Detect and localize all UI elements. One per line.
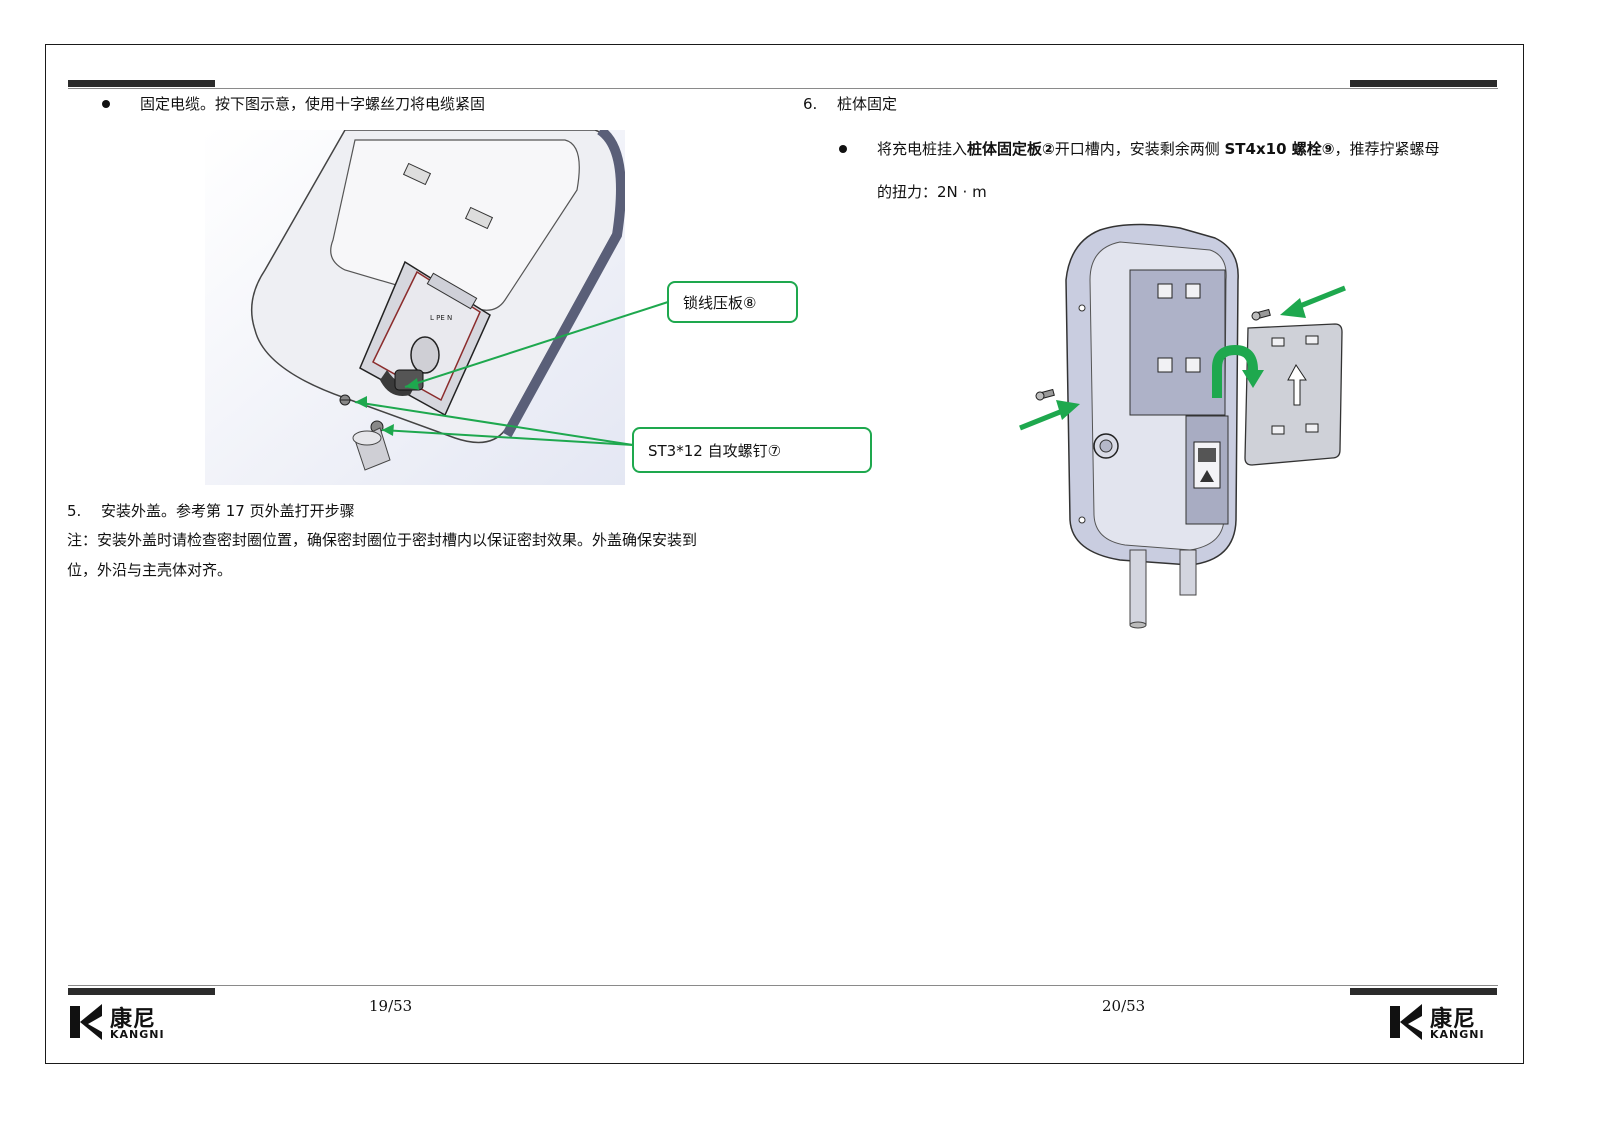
logo-chinese: 康尼 — [110, 1007, 157, 1032]
step5-number: 5. — [67, 502, 82, 520]
callout-lock-plate: 锁线压板⑧ — [667, 281, 798, 323]
bullet-dot — [839, 145, 847, 153]
mounting-plate-label: 桩体固定板② — [967, 140, 1055, 158]
footer-bar-left — [68, 988, 215, 995]
page-frame — [45, 44, 1524, 1064]
page-number-left: 19/53 — [369, 997, 413, 1015]
kangni-logo-right: 康尼 KANGNI — [1388, 1000, 1498, 1044]
note-line-1: 注：安装外盖时请检查密封圈位置，确保密封圈位于密封槽内以保证密封效果。外盖确保安… — [67, 531, 698, 549]
svg-text:L PE N: L PE N — [430, 314, 452, 322]
bolt-label: ST4x10 螺栓⑨ — [1224, 140, 1335, 158]
kangni-logo-mark — [1390, 1004, 1422, 1040]
kangni-logo-left: 康尼 KANGNI — [68, 1000, 178, 1044]
callout-screw: ST3*12 自攻螺钉⑦ — [632, 427, 872, 473]
callout-lines — [354, 301, 669, 446]
page-number-right: 20/53 — [1102, 997, 1146, 1015]
cable-fixing-illustration: L PE N — [205, 130, 625, 485]
kangni-logo-mark — [70, 1004, 102, 1040]
mounting-illustration — [1019, 223, 1346, 629]
footer-rule — [68, 985, 1498, 986]
bullet-part-2: 开口槽内，安装剩余两侧 — [1054, 140, 1225, 158]
header-rule — [68, 88, 1498, 89]
logo-chinese: 康尼 — [1430, 1007, 1477, 1032]
bullet-part-3: ，推荐拧紧螺母 — [1334, 140, 1440, 158]
step5-text: 安装外盖。参考第 17 页外盖打开步骤 — [101, 502, 355, 520]
logo-english: KANGNI — [110, 1028, 165, 1041]
header-bar-right — [1350, 80, 1497, 87]
note-line-2: 位，外沿与主壳体对齐。 — [67, 561, 233, 579]
callout-screw-label: ST3*12 自攻螺钉⑦ — [648, 441, 782, 460]
header-bar-left — [68, 80, 215, 87]
footer-bar-right — [1350, 988, 1497, 995]
step6-number: 6. — [803, 95, 818, 113]
bullet-dot — [102, 100, 110, 108]
left-bullet-text: 固定电缆。按下图示意，使用十字螺丝刀将电缆紧固 — [140, 95, 486, 113]
torque-line: 的扭力：2N · m — [877, 183, 987, 201]
callout-lock-plate-label: 锁线压板⑧ — [683, 293, 757, 312]
step6-title: 桩体固定 — [837, 95, 898, 113]
right-bullet-text: 将充电桩挂入桩体固定板②开口槽内，安装剩余两侧 ST4x10 螺栓⑨，推荐拧紧螺… — [877, 139, 1439, 159]
bullet-part-1: 将充电桩挂入 — [877, 140, 968, 158]
logo-english: KANGNI — [1430, 1028, 1485, 1041]
